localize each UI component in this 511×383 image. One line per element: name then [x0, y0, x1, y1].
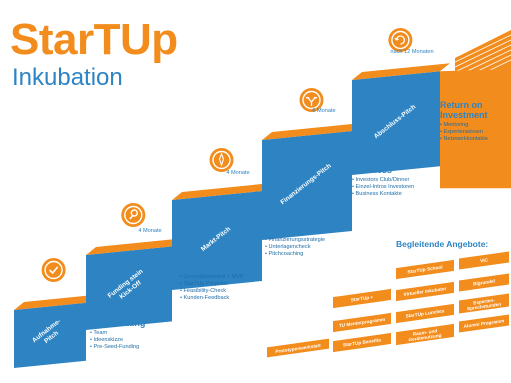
step-items: Investors Club/Dinner Einzel-Intros Inve…	[352, 177, 442, 198]
icon-ring	[124, 205, 143, 225]
icon-glyph	[129, 209, 139, 220]
step-face	[86, 246, 172, 330]
step-tread	[14, 294, 96, 310]
step-face	[262, 131, 352, 240]
step-heading: Validierung	[180, 262, 229, 272]
step-5-body: Return on Investment Mentoring Expertenw…	[440, 100, 510, 143]
step-item: Pre-Seed-Funding	[90, 344, 160, 351]
step-heading: Investor Readiness	[265, 215, 311, 235]
step-tread	[352, 63, 450, 80]
offers-title: Begleitende Angebote:	[396, 239, 489, 249]
step-item: Netzwerkkontakte	[440, 136, 510, 143]
step-heading: Access to Finance + Business	[352, 155, 439, 175]
icon-ring	[44, 260, 63, 280]
step-1-body: Vorbereitung Team Ideenskizze Pre-Seed-F…	[90, 318, 160, 351]
step-item: StarTUp Propeller	[180, 281, 260, 288]
icon-glyph	[305, 96, 318, 106]
step-4-body: Access to Finance + Business Investors C…	[352, 155, 442, 198]
step-face	[14, 302, 86, 368]
step-tread	[172, 183, 272, 200]
step-item: Kunden-Feedback	[180, 295, 260, 302]
step-item: Mentoring	[440, 122, 510, 129]
step-item: Unterlagencheck	[265, 244, 345, 251]
step-item: Pitchcoaching	[265, 251, 345, 258]
step-2-body: Validierung Geschäftsmodell + MVP StarTU…	[180, 262, 260, 302]
brand-title: StarTUp	[10, 15, 178, 64]
icon-ring	[391, 30, 410, 50]
step-5-timing: nach 12 Monaten	[390, 49, 434, 55]
step-item: Investors Club/Dinner	[352, 177, 442, 184]
step-items: Finanzierungsstrategie Unterlagencheck P…	[265, 237, 345, 258]
step-item: Einzel-Intros Investoren	[352, 184, 442, 191]
step-3-timing: 4 Monate	[226, 170, 250, 176]
step-heading: Vorbereitung	[90, 318, 146, 328]
icon-ring	[302, 90, 321, 110]
step-4-timing: 6 Monate	[312, 108, 336, 114]
icon-ring	[212, 150, 231, 170]
step-2-timing: 4 Monate	[138, 228, 162, 234]
step-items: Geschäftsmodell + MVP StarTUp Propeller …	[180, 274, 260, 302]
step-heading: Return on Investment	[440, 100, 488, 120]
icon-glyph	[394, 35, 406, 45]
step-face	[352, 71, 440, 175]
step-items: Mentoring Expertenwissen Netzwerkkontakt…	[440, 122, 510, 143]
step-items: Team Ideenskizze Pre-Seed-Funding	[90, 330, 160, 351]
step-item: Feasibility-Check	[180, 288, 260, 295]
icon-glyph	[218, 152, 225, 167]
step-item: Business Kontakte	[352, 191, 442, 198]
icon-glyph	[49, 266, 59, 275]
step-item: Finanzierungsstrategie	[265, 237, 345, 244]
step-3-body: Investor Readiness Finanzierungsstrategi…	[265, 215, 345, 258]
brand-subtitle: Inkubation	[12, 64, 123, 91]
step-tread	[262, 123, 362, 140]
step-item: Geschäftsmodell + MVP	[180, 274, 260, 281]
step-item: Expertenwissen	[440, 129, 510, 136]
step-tread	[86, 238, 182, 255]
step-item: Team	[90, 330, 160, 337]
step-face	[172, 191, 262, 290]
step-item: Ideenskizze	[90, 337, 160, 344]
